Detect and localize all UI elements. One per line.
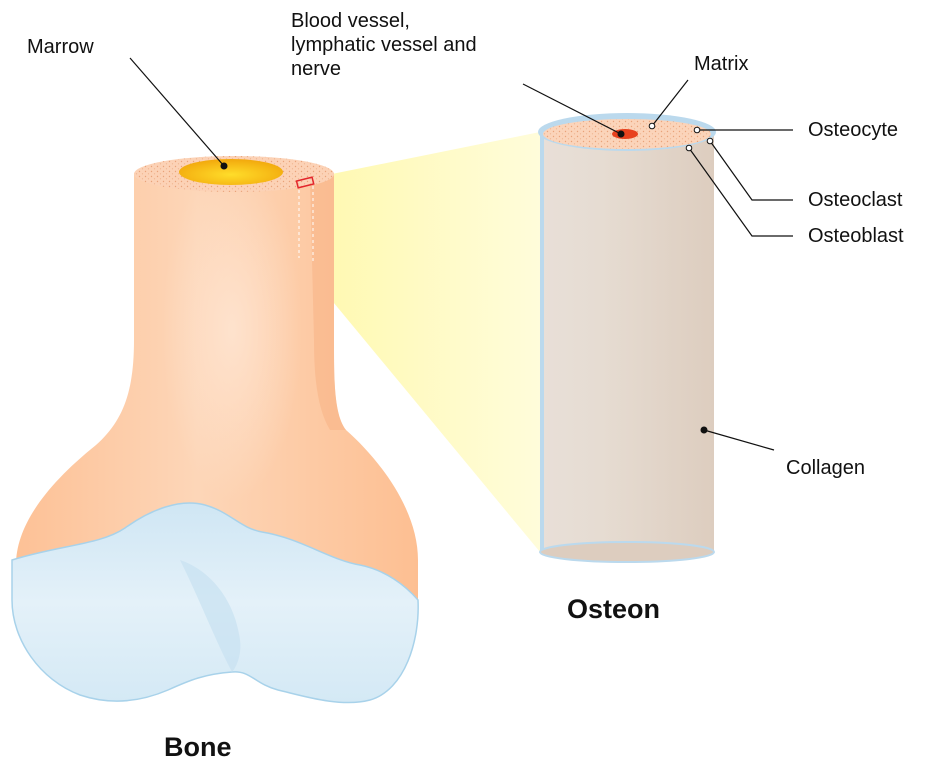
marrow-leader <box>130 58 224 166</box>
vessels-dot <box>618 131 625 138</box>
osteoblast-dot <box>686 145 692 151</box>
osteon-bottom <box>540 542 714 562</box>
osteoclast-label: Osteoclast <box>808 188 902 212</box>
collagen-label: Collagen <box>786 456 865 480</box>
vessels-label: Blood vessel, lymphatic vessel and nerve <box>291 9 477 81</box>
osteon-caption: Osteon <box>567 594 660 625</box>
collagen-dot <box>701 427 708 434</box>
osteocyte-label: Osteocyte <box>808 118 898 142</box>
shaft-highlight <box>162 160 302 500</box>
osteon-left-rim <box>540 132 544 552</box>
osteocyte-dot <box>694 127 700 133</box>
matrix-label: Matrix <box>694 52 748 76</box>
matrix-dot <box>649 123 655 129</box>
osteon-body <box>540 132 714 552</box>
marrow-cavity <box>179 159 283 185</box>
marrow-label: Marrow <box>27 35 94 59</box>
osteoclast-leader <box>710 141 793 200</box>
osteoblast-label: Osteoblast <box>808 224 904 248</box>
bone-caption: Bone <box>164 732 232 763</box>
haversian-canal <box>612 129 638 139</box>
osteoclast-dot <box>707 138 713 144</box>
collagen-leader <box>704 430 774 450</box>
marrow-dot <box>221 163 228 170</box>
